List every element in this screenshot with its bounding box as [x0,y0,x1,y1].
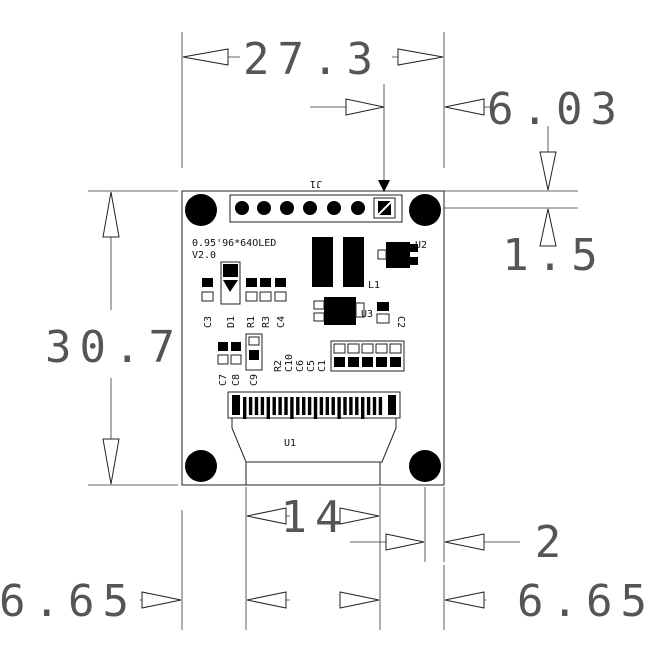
fpc-pin [337,397,341,419]
label-r1: R1 [246,316,257,328]
fpc-pin [349,397,353,415]
label-r3: R3 [261,316,272,328]
fpc-pin [278,397,282,415]
dim-connector-width [245,487,381,630]
label-c2: C2 [395,316,406,328]
dim-right-offset-value: 6.65 [517,576,650,627]
dim-pin-row-value: 1.5 [502,230,605,281]
dim-height [88,190,178,486]
dim-edge-gap [350,487,520,562]
fpc-pin [355,397,359,415]
label-c10: C10 [284,354,295,372]
fpc-pin [343,397,347,415]
label-c6: C6 [295,360,306,372]
fpc-pin [307,397,312,415]
dim-height-value: 30.7 [45,322,183,373]
capacitor-c2 [376,302,390,324]
dim-width [181,32,445,168]
fpc-pin [284,397,288,415]
dim-left-offset-value: 6.65 [0,576,137,627]
fpc-pin [378,397,383,415]
component-bank-right [330,340,405,372]
board-outline [181,190,445,486]
label-u3: U3 [361,309,373,320]
fpc-pin [302,397,306,415]
mounting-hole-bottom-right [409,450,441,482]
label-c9: C9 [249,374,260,386]
dim-bottom-offsets [140,510,486,630]
label-c8: C8 [231,374,242,386]
fpc-pin [266,397,270,419]
fpc-pin [260,397,265,415]
label-l1: L1 [368,280,380,291]
mounting-hole-bottom-left [185,450,217,482]
label-c7: C7 [218,374,229,386]
label-j1: J1 [310,178,322,189]
inductor-l1 [312,237,364,287]
label-u2: U2 [415,240,427,251]
ic-u3 [313,297,365,325]
dim-pin-offset-value: 6.03 [487,84,625,135]
label-c1: C1 [317,360,328,372]
label-c4: C4 [276,316,287,328]
fpc-pin [331,397,335,415]
fpc-pin [290,397,294,419]
label-u1: U1 [284,438,296,449]
label-r2: R2 [273,360,284,372]
fpc-pin [243,397,247,419]
fpc-pin [319,397,324,415]
fpc-pin [361,397,365,419]
fpc-pin [272,397,276,415]
fpc-pin [296,397,300,415]
dim-edge-gap-value: 2 [535,517,570,568]
label-c3: C3 [203,316,214,328]
dim-pin-row [444,126,578,247]
label-d1: D1 [226,316,237,328]
dim-connector-width-value: 14 [281,492,350,543]
model-line-1: 0.95'96*64OLED [192,238,276,249]
fpc-pin [313,397,318,419]
mounting-hole-top-left [185,194,217,226]
fpc-pin [254,397,259,415]
mounting-hole-top-right [409,194,441,226]
flex-tail [245,461,381,486]
model-line-2: V2.0 [192,250,216,261]
fpc-pin [372,397,377,415]
dim-width-value: 27.3 [243,34,381,85]
pin-header-j1 [229,194,403,223]
regulator-u2 [377,242,418,268]
dim-pin-offset [310,84,490,192]
component-cluster-c7-c9 [217,333,263,371]
fpc-pin [366,397,371,415]
fpc-pin [325,397,329,415]
fpc-pin [248,397,253,415]
fpc-connector-u1 [227,391,401,463]
component-cluster-top-left [201,261,287,305]
label-c5: C5 [306,360,317,372]
